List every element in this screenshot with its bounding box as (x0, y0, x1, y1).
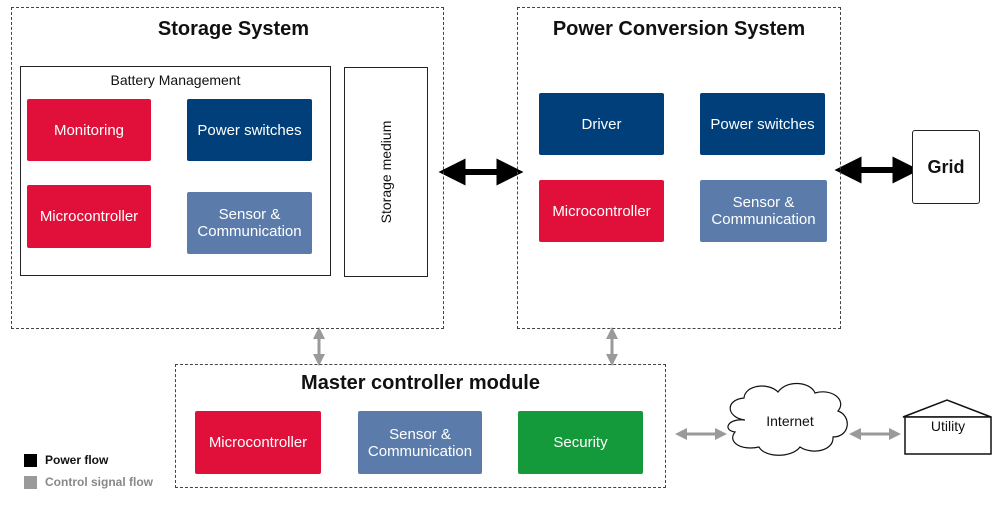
driver-block: Driver (539, 93, 664, 155)
control-signal-flow-label: Control signal flow (45, 475, 153, 489)
legend-item-power-flow: Power flow (24, 451, 174, 469)
legend: Power flow Control signal flow (24, 451, 174, 491)
monitoring-block: Monitoring (27, 99, 151, 161)
master-sensor-communication-block: Sensor & Communication (358, 411, 482, 474)
storage-system-panel (11, 7, 444, 329)
grid-label: Grid (927, 156, 965, 177)
battery-management-title: Battery Management (110, 72, 241, 88)
storage-medium-block: Storage medium (344, 67, 428, 277)
utility-label: Utility (930, 418, 966, 434)
security-block: Security (518, 411, 643, 474)
master-controller-title: Master controller module (301, 372, 540, 394)
storage-medium-label: Storage medium (378, 120, 394, 224)
master-controller-panel (175, 364, 666, 488)
power-flow-swatch (24, 453, 37, 467)
internet-label: Internet (766, 413, 814, 429)
legend-item-control-signal-flow: Control signal flow (24, 473, 174, 491)
pcs-microcontroller-block: Microcontroller (539, 180, 664, 242)
master-microcontroller-block: Microcontroller (195, 411, 321, 474)
control-signal-flow-swatch (24, 475, 37, 489)
power-conversion-system-panel (517, 7, 841, 329)
microcontroller-block: Microcontroller (27, 185, 151, 248)
power-conversion-system-title: Power Conversion System (552, 18, 806, 40)
sensor-communication-block: Sensor & Communication (187, 192, 312, 254)
power-switches-block: Power switches (187, 99, 312, 161)
power-flow-label: Power flow (45, 453, 109, 467)
pcs-power-switches-block: Power switches (700, 93, 825, 155)
utility-house-roof-icon (902, 399, 992, 418)
pcs-sensor-communication-block: Sensor & Communication (700, 180, 827, 242)
grid-block: Grid (912, 130, 980, 204)
storage-system-title: Storage System (157, 18, 310, 40)
